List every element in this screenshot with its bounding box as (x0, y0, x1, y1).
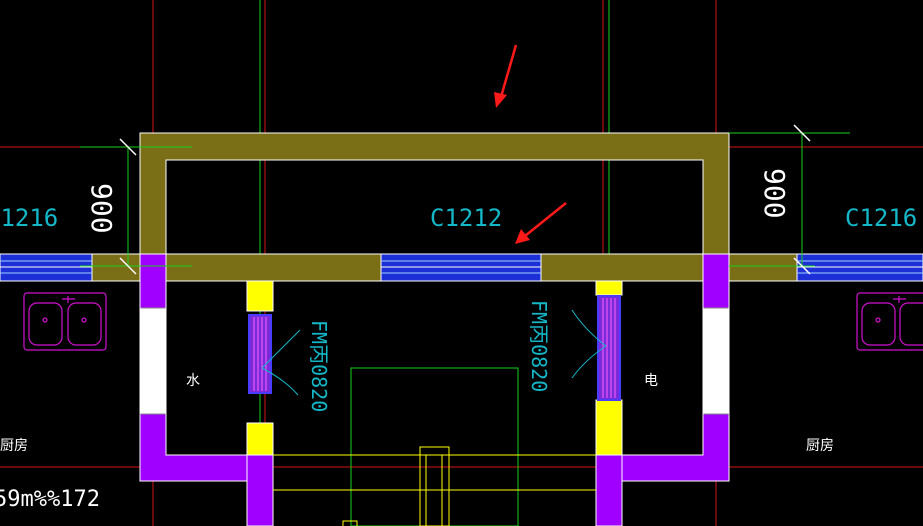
room-outlines (139, 280, 730, 455)
window-center (380, 253, 542, 282)
wall-right-stub (728, 253, 798, 282)
column-left-top (139, 253, 167, 309)
partition-right-lower (595, 454, 623, 526)
sink-right-icon (856, 292, 923, 351)
column-right-top (702, 253, 730, 309)
arrow-lower-icon (515, 202, 567, 244)
dimension-text-right: 900 (758, 168, 791, 219)
stair-lines (273, 367, 596, 526)
door-label-left: FM丙0820 (307, 320, 331, 412)
window-left (0, 253, 93, 282)
white-walls (139, 307, 730, 415)
windows (0, 253, 923, 282)
room-label-water: 水 (186, 373, 200, 389)
area-text: 59m%%172 (0, 487, 100, 512)
window-label-left: C1216 (0, 204, 58, 232)
yellow-partitions (246, 280, 623, 456)
door-label-right: FM丙0820 (527, 300, 551, 392)
sink-left-icon (23, 292, 107, 351)
dimension-left (80, 138, 192, 275)
columns (139, 253, 730, 526)
window-label-center: C1212 (430, 204, 502, 232)
partition-left-lower (246, 454, 274, 526)
door-left (248, 314, 301, 396)
arrow-upper-icon (494, 44, 518, 108)
window-right (796, 253, 923, 282)
dimension-text-left: 900 (85, 183, 118, 234)
room-label-electric: 电 (644, 373, 658, 389)
dimension-right (729, 124, 850, 275)
wall-left-stub (91, 253, 141, 282)
room-label-kitchen-right: 厨房 (806, 438, 834, 454)
door-right (571, 295, 621, 401)
room-label-kitchen-left: 厨房 (0, 438, 28, 454)
window-label-right: C1216 (845, 204, 917, 232)
exterior-wall (91, 132, 798, 282)
